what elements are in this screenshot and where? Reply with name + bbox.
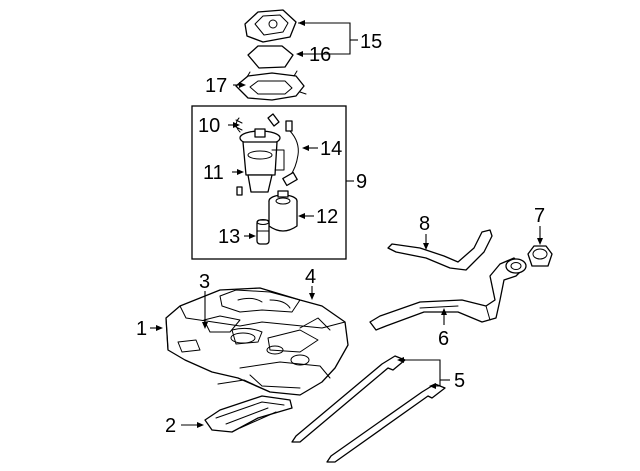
callout-15: 15 xyxy=(360,31,382,53)
callout-4: 4 xyxy=(305,266,316,288)
callout-16: 16 xyxy=(309,44,331,66)
callout-10: 10 xyxy=(198,115,220,137)
lock-ring xyxy=(235,70,307,101)
fuel-tank xyxy=(165,287,349,396)
callout-14: 14 xyxy=(320,138,342,160)
callout-2: 2 xyxy=(165,415,176,437)
breather-tube xyxy=(387,229,493,271)
callout-13: 13 xyxy=(218,226,240,248)
callout-7: 7 xyxy=(534,205,545,227)
fuel-filter xyxy=(268,190,298,232)
callout-11: 11 xyxy=(203,162,224,184)
callout-6: 6 xyxy=(438,328,449,350)
tank-strap-right xyxy=(326,383,446,463)
pump-cover-plate xyxy=(244,9,297,43)
callout-3: 3 xyxy=(199,271,210,293)
wire-harness xyxy=(282,130,299,187)
fuel-cap xyxy=(527,245,553,267)
callout-5: 5 xyxy=(454,370,465,392)
callout-9: 9 xyxy=(356,171,367,193)
gasket xyxy=(247,45,294,69)
pump-module xyxy=(236,113,293,196)
callout-12: 12 xyxy=(316,206,338,228)
callout-17: 17 xyxy=(205,75,227,97)
filler-pipe xyxy=(369,257,527,331)
pressure-regulator xyxy=(256,219,270,245)
pump-assembly-box xyxy=(191,105,347,260)
heat-shield xyxy=(204,395,293,433)
callout-8: 8 xyxy=(419,213,430,235)
callout-1: 1 xyxy=(136,318,147,340)
